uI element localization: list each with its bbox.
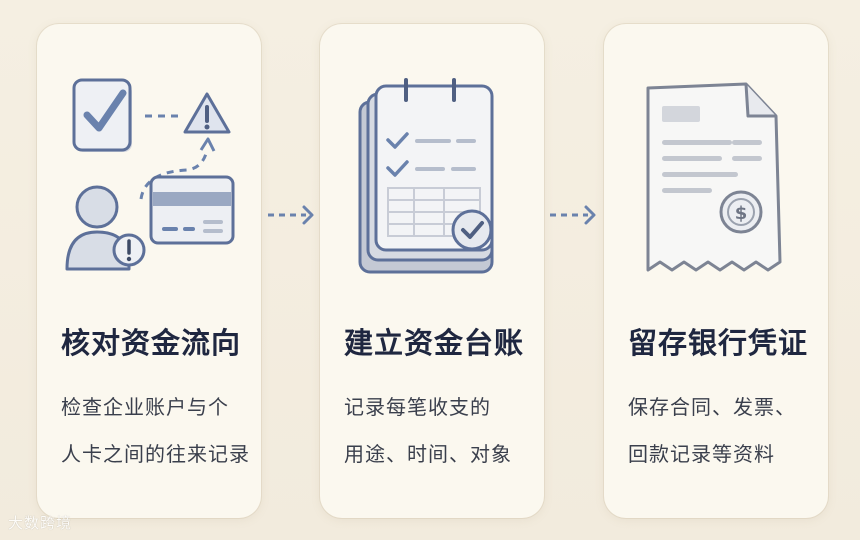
step-card-verify-flow: 核对资金流向 检查企业账户与个 人卡之间的往来记录: [37, 24, 261, 518]
card-icon: [149, 175, 235, 245]
step-card-ledger: 建立资金台账 记录每笔收支的 用途、时间、对象: [320, 24, 544, 518]
ledger-illustration: [358, 78, 494, 274]
checkbox-icon: [72, 78, 132, 152]
step-title: 留存银行凭证: [628, 326, 809, 360]
next-arrow-icon: [550, 205, 596, 225]
step-description-line: 保存合同、发票、: [628, 395, 796, 419]
svg-text:$: $: [735, 203, 748, 224]
step-description-line: 检查企业账户与个: [61, 395, 229, 419]
step-title: 核对资金流向: [61, 326, 242, 360]
step-description-line: 记录每笔收支的: [344, 395, 491, 419]
warning-icon: [183, 92, 231, 134]
voucher-illustration: $: [646, 82, 782, 272]
step-card-bank-voucher: $ 留存银行凭证 保存合同、发票、 回款记录等资料: [604, 24, 828, 518]
step-description-line: 人卡之间的往来记录: [61, 442, 250, 466]
step-title: 建立资金台账: [344, 326, 525, 360]
step-description: 记录每笔收支的 用途、时间、对象: [344, 384, 534, 478]
next-arrow-icon: [268, 205, 314, 225]
step-description-line: 回款记录等资料: [628, 442, 775, 466]
person-icon: [65, 185, 146, 271]
step-description-line: 用途、时间、对象: [344, 442, 512, 466]
dollar-seal-icon: $: [719, 190, 763, 234]
step-description: 保存合同、发票、 回款记录等资料: [628, 384, 818, 478]
step-description: 检查企业账户与个 人卡之间的往来记录: [61, 384, 251, 478]
receipt-icon: [646, 82, 782, 272]
watermark-logo: 大数跨境: [8, 514, 73, 532]
fund-flow-illustration: [65, 78, 235, 271]
check-badge-icon: [451, 209, 493, 251]
